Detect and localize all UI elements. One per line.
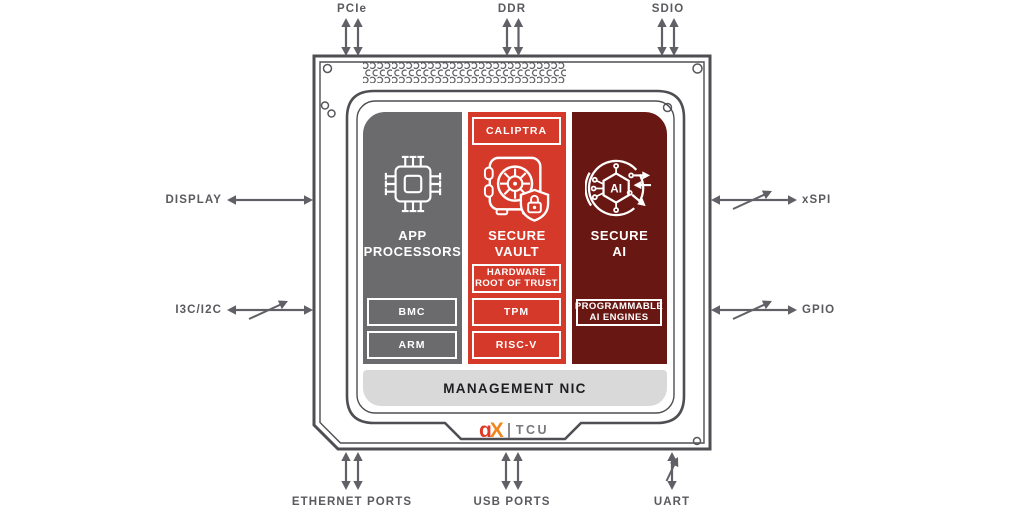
ball-grid-pins [363,62,566,83]
ddr-arrow [513,18,524,56]
item-tpm: TPM [472,298,561,326]
item-risc-v: RISC-V [472,331,561,359]
vault-shield-lock-icon [468,154,566,223]
ddr-arrow [502,18,512,56]
block-secure-ai: AI SECURE AI PRO [572,112,667,364]
sdio-arrow [657,18,667,56]
fiducial-marks [320,63,703,446]
package-inner-border [319,61,705,444]
port-label-i3c-i2c: I3C/I2C [175,304,222,316]
ai-icon-label: AI [610,182,622,195]
logo-alpha-glyph: ɑ [478,418,492,442]
block-title-secure-ai: SECURE AI [590,228,649,260]
usb-arrow [501,452,511,490]
item-caliptra: CALIPTRA [472,117,561,145]
port-label-usb: USB PORTS [473,496,551,508]
pcie-arrow [353,18,363,56]
item-hardware-root-of-trust: HARDWARE ROOT OF TRUST [472,264,561,293]
logo-divider [507,422,510,438]
item-programmable-ai-engines: PROGRAMMABLE AI ENGINES [575,299,663,326]
processor-chip-icon [363,154,462,214]
axiado-tcu-logo: ɑX TCU [452,418,576,442]
block-title-secure-vault: SECURE VAULT [488,228,546,260]
heat-spreader-inner-outline [356,100,675,414]
item-bmc: BMC [367,298,457,326]
block-management-nic: MANAGEMENT NIC [363,370,667,406]
axiado-logo-mark: ɑX [478,418,504,442]
port-label-pcie: PCIe [337,3,367,15]
port-label-ddr: DDR [497,3,527,15]
bus-slash-marks [248,190,772,482]
usb-arrow [513,452,523,490]
port-label-display: DISPLAY [165,194,222,206]
sdio-arrow [669,18,679,56]
block-secure-vault: CALIPTRA [468,112,566,364]
port-label-xspi: xSPI [802,194,832,206]
port-label-gpio: GPIO [802,304,836,316]
logo-product-name: TCU [515,423,550,437]
pcie-arrow [341,18,351,56]
block-title-app-processors: APP PROCESSORS [363,228,462,260]
port-label-sdio: SDIO [651,3,685,15]
ethernet-arrow [341,452,351,490]
block-app-processors: APP PROCESSORS BMC ARM [363,112,462,364]
port-label-ethernet: ETHERNET PORTS [291,496,413,508]
port-label-uart: UART [653,496,691,508]
logo-x-glyph: X [489,418,504,442]
heat-spreader-outline [345,89,686,441]
package-outer-border [312,54,712,451]
item-arm: ARM [367,331,457,359]
display-arrow [227,195,313,205]
ethernet-arrow [353,452,363,490]
secure-ai-circuit-icon: AI [572,156,667,220]
